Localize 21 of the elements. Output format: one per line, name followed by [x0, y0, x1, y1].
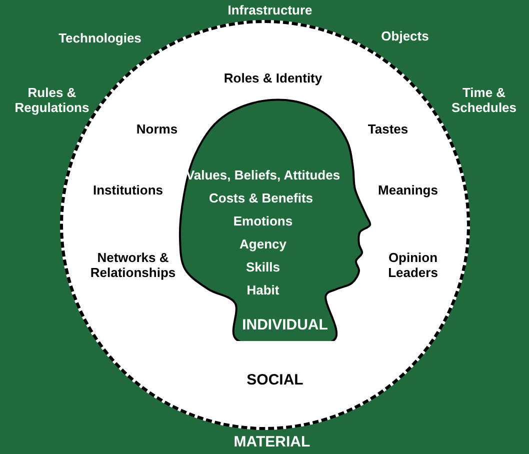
factor-label: Costs & Benefits [208, 190, 314, 206]
factor-label: Meanings [378, 182, 438, 198]
level-label: MATERIAL [234, 434, 310, 450]
factor-label: Technologies [58, 30, 142, 46]
factor-label: Agency [240, 236, 286, 252]
level-label: SOCIAL [246, 372, 304, 388]
factor-label: Tastes [368, 122, 408, 136]
factor-label: Norms [136, 122, 178, 136]
level-label: INDIVIDUAL [242, 318, 328, 332]
factor-label: Emotions [233, 214, 293, 228]
factor-label: Rules & Regulations [14, 85, 90, 115]
factor-label: Opinion Leaders [387, 250, 439, 280]
factor-label: Networks & Relationships [89, 250, 177, 280]
factor-label: Institutions [92, 182, 164, 198]
factor-label: Infrastructure [228, 2, 312, 18]
factor-label: Skills [246, 260, 280, 274]
factor-label: Habit [246, 282, 280, 298]
factor-label: Objects [381, 28, 429, 44]
factor-label: Time & Schedules [450, 85, 518, 115]
factor-label: Roles & Identity [224, 70, 322, 86]
factor-label: Values, Beliefs, Attitudes [186, 168, 340, 182]
